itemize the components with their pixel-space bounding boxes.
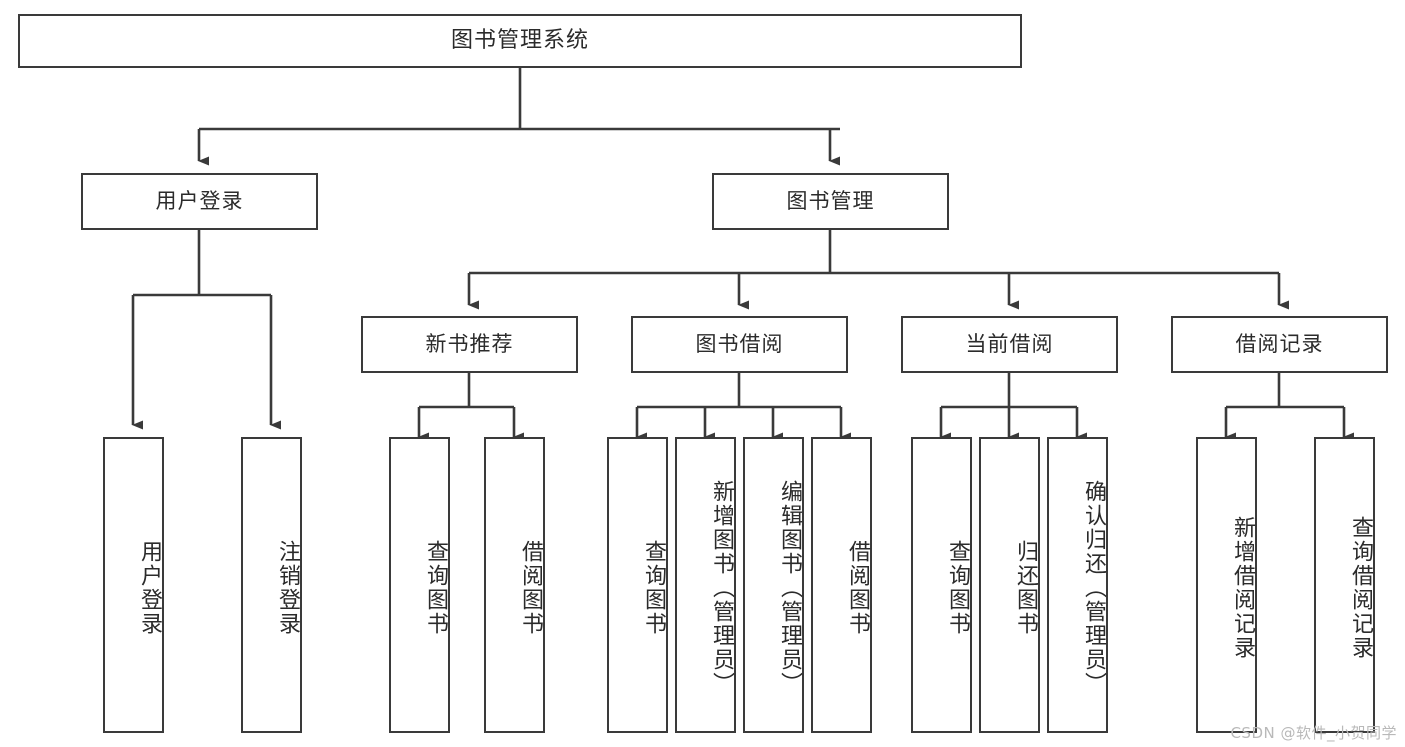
node-current-borrow[interactable]: 当前借阅 — [901, 316, 1118, 373]
node-label: 查询图书 — [641, 540, 666, 636]
leaf-query-record[interactable]: 查询借阅记录 — [1314, 437, 1375, 733]
node-label: 借阅图书 — [845, 540, 870, 636]
leaf-edit-book[interactable]: 编辑图书（管理员） — [743, 437, 804, 733]
node-label: 查询图书 — [945, 540, 970, 636]
node-label: 注销登录 — [275, 540, 300, 636]
node-book-borrow[interactable]: 图书借阅 — [631, 316, 848, 373]
node-book-manage[interactable]: 图书管理 — [712, 173, 949, 230]
node-label: 图书管理 — [786, 188, 875, 213]
node-label: 图书管理系统 — [450, 27, 589, 53]
leaf-borrow-book-2[interactable]: 借阅图书 — [811, 437, 872, 733]
leaf-confirm-return[interactable]: 确认归还（管理员） — [1047, 437, 1108, 733]
leaf-add-book[interactable]: 新增图书（管理员） — [675, 437, 736, 733]
node-label: 确认归还（管理员） — [1081, 480, 1106, 696]
node-label: 查询图书 — [423, 540, 448, 636]
node-root-system[interactable]: 图书管理系统 — [18, 14, 1022, 68]
node-label: 新增借阅记录 — [1230, 516, 1255, 660]
node-label: 新书推荐 — [425, 331, 514, 356]
node-label: 借阅图书 — [518, 540, 543, 636]
node-user-login[interactable]: 用户登录 — [81, 173, 318, 230]
leaf-user-logout[interactable]: 注销登录 — [241, 437, 302, 733]
node-label: 图书借阅 — [695, 331, 784, 356]
leaf-add-record[interactable]: 新增借阅记录 — [1196, 437, 1257, 733]
node-label: 查询借阅记录 — [1348, 516, 1373, 660]
leaf-return-book[interactable]: 归还图书 — [979, 437, 1040, 733]
node-label: 用户登录 — [137, 540, 162, 636]
leaf-user-login[interactable]: 用户登录 — [103, 437, 164, 733]
leaf-query-book-1[interactable]: 查询图书 — [389, 437, 450, 733]
node-label: 新增图书（管理员） — [709, 480, 734, 696]
node-borrow-record[interactable]: 借阅记录 — [1171, 316, 1388, 373]
node-new-book-recommend[interactable]: 新书推荐 — [361, 316, 578, 373]
csdn-watermark: CSDN @软件_小贺同学 — [1230, 724, 1397, 742]
leaf-borrow-book-1[interactable]: 借阅图书 — [484, 437, 545, 733]
node-label: 当前借阅 — [965, 331, 1054, 356]
node-label: 归还图书 — [1013, 540, 1038, 636]
leaf-query-book-3[interactable]: 查询图书 — [911, 437, 972, 733]
leaf-query-book-2[interactable]: 查询图书 — [607, 437, 668, 733]
node-label: 编辑图书（管理员） — [777, 480, 802, 696]
node-label: 用户登录 — [155, 188, 244, 213]
node-label: 借阅记录 — [1235, 331, 1324, 356]
